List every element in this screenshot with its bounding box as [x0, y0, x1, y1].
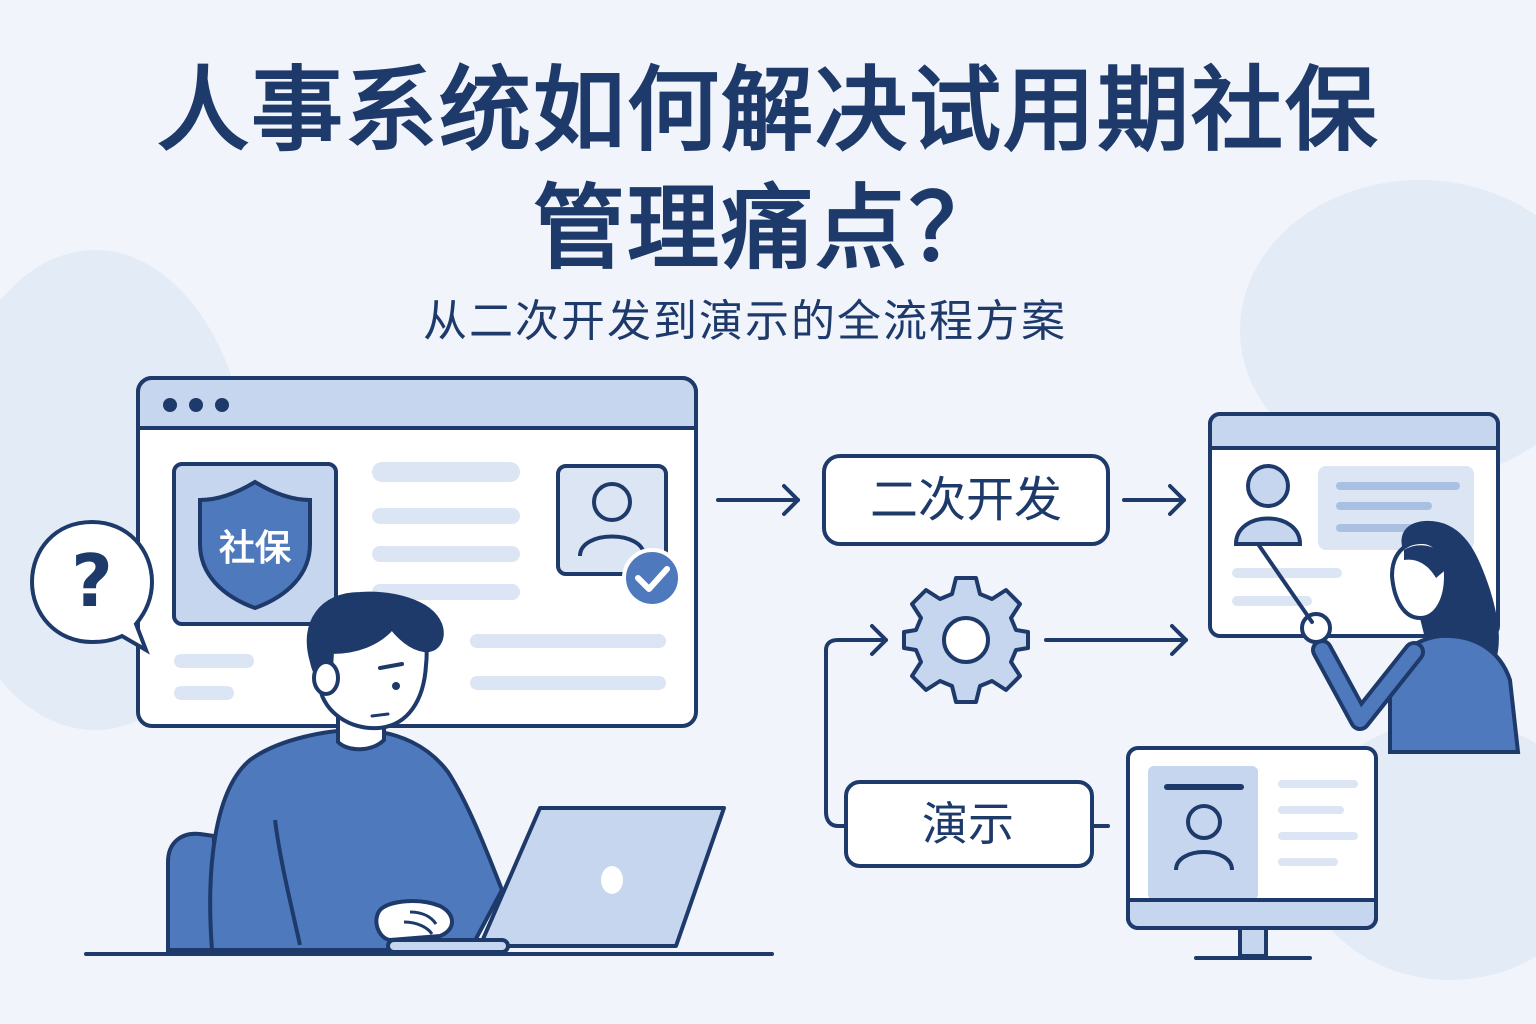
window-dot-icon	[215, 398, 229, 412]
user-icon	[578, 482, 646, 557]
page-title: 人事系统如何解决试用期社保 管理痛点？	[0, 52, 1536, 288]
page-subtitle: 从二次开发到演示的全流程方案	[423, 296, 1067, 347]
flow-step-demo: 演示	[844, 780, 1094, 868]
flow-step-1-label: 二次开发	[870, 472, 1062, 528]
question-bubble: ?	[29, 519, 155, 655]
person-presenter	[1256, 520, 1521, 754]
question-icon: ?	[71, 539, 113, 623]
title-line-2: 管理痛点？	[532, 175, 1003, 282]
user-icon	[1174, 804, 1234, 871]
user-icon	[1233, 464, 1303, 546]
gear-icon	[902, 576, 1030, 704]
shield-icon	[198, 479, 312, 611]
monitor-icon	[1126, 746, 1378, 960]
person-developer	[166, 591, 505, 952]
flow-step-secondary-development: 二次开发	[822, 454, 1110, 546]
check-icon	[622, 548, 682, 608]
window-dot-icon	[163, 398, 177, 412]
browser-window: 社保	[136, 376, 698, 728]
title-line-1: 人事系统如何解决试用期社保	[156, 57, 1379, 164]
laptop-icon	[386, 806, 726, 954]
flow-arrows	[716, 484, 1188, 828]
shield-label: 社保	[219, 528, 292, 569]
window-dot-icon	[189, 398, 203, 412]
flow-step-2-label: 演示	[922, 797, 1014, 851]
